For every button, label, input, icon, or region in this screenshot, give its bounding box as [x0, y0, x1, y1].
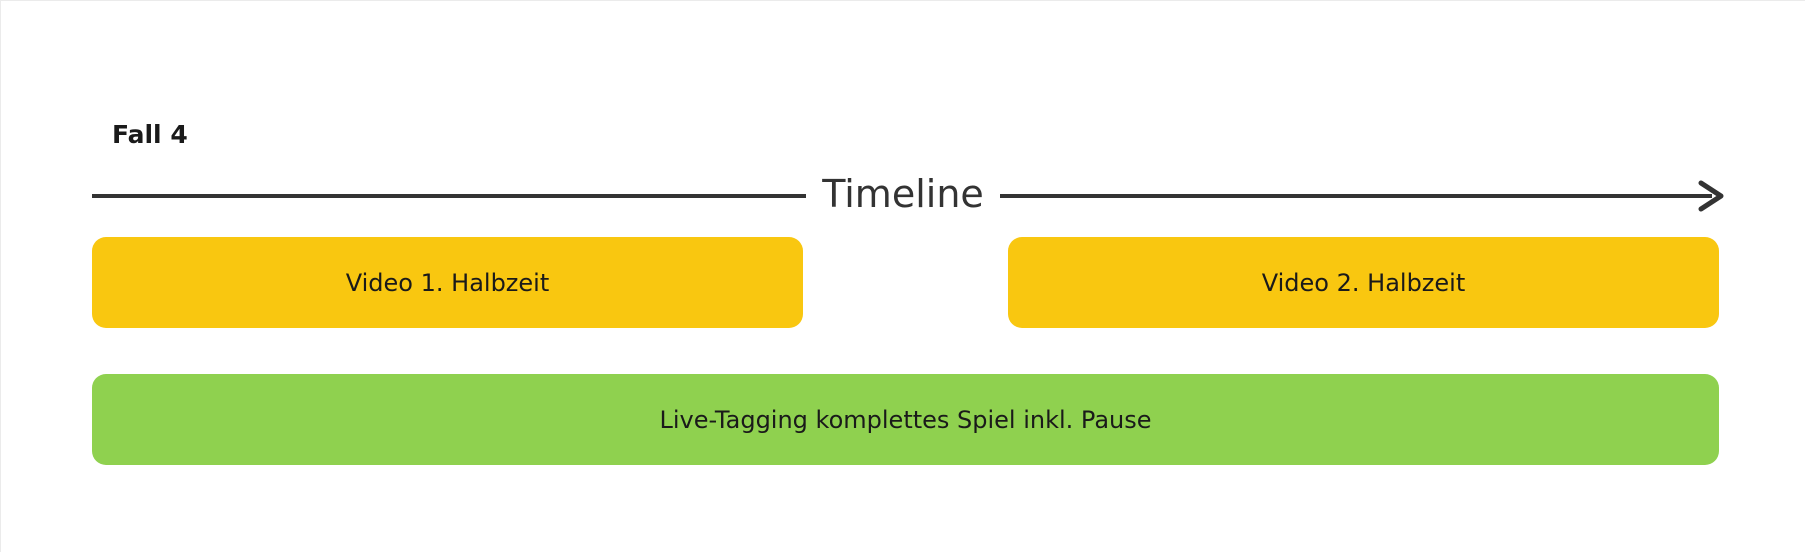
timeline-line-left	[92, 194, 806, 198]
video-second-half-box: Video 2. Halbzeit	[1008, 237, 1719, 328]
video-first-half-label: Video 1. Halbzeit	[345, 268, 550, 297]
timeline-line-right	[1000, 194, 1712, 198]
timeline-label: Timeline	[822, 172, 984, 216]
diagram-title: Fall 4	[112, 120, 188, 149]
live-tagging-box: Live-Tagging komplettes Spiel inkl. Paus…	[92, 374, 1719, 465]
live-tagging-label: Live-Tagging komplettes Spiel inkl. Paus…	[659, 405, 1152, 434]
arrow-head-icon	[1698, 180, 1724, 212]
video-first-half-box: Video 1. Halbzeit	[92, 237, 803, 328]
video-second-half-label: Video 2. Halbzeit	[1261, 268, 1466, 297]
